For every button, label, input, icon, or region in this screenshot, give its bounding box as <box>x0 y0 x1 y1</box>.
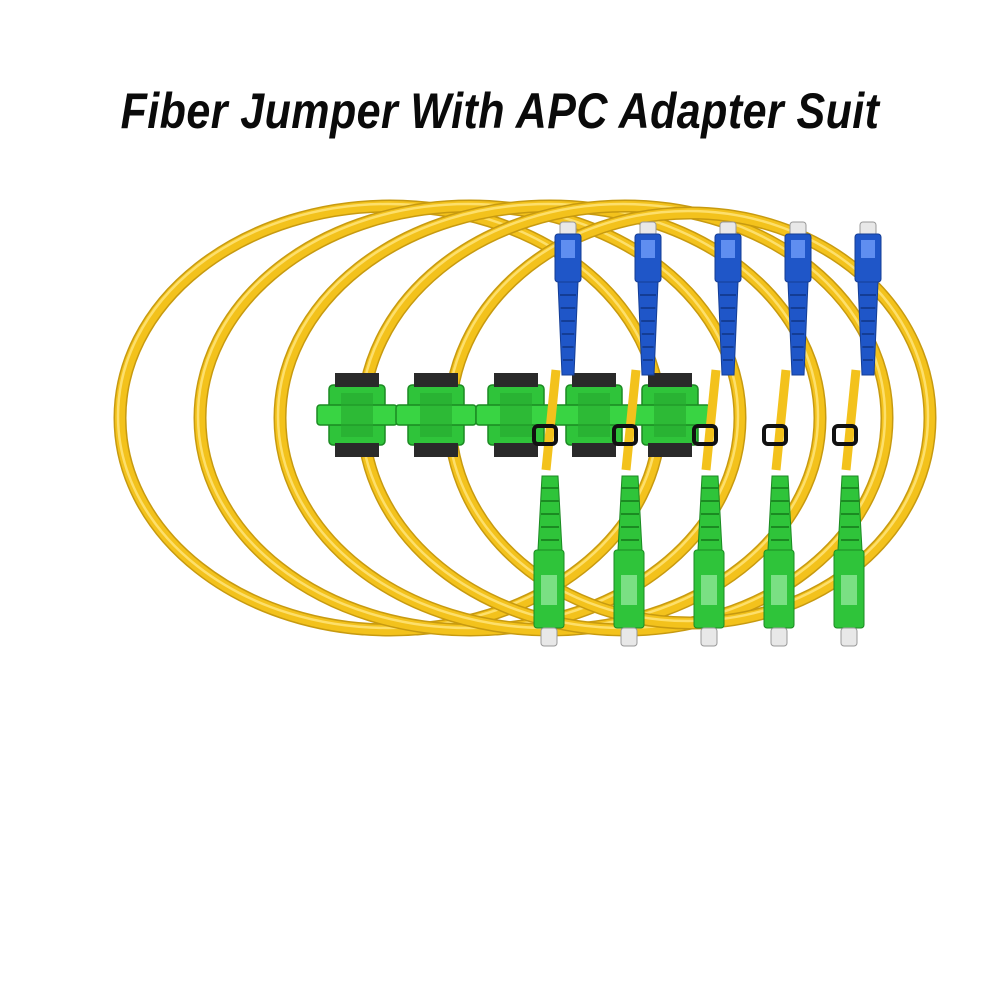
upc-connector-window <box>641 240 655 258</box>
upc-connector-window <box>791 240 805 258</box>
apc-connector-window <box>841 575 857 605</box>
connector-pair-3 <box>692 221 742 647</box>
adapter-shade <box>500 393 532 437</box>
fiber-clip <box>612 424 638 446</box>
fiber-clip <box>532 424 558 446</box>
upc-boot <box>637 281 659 376</box>
connector-pair-2 <box>612 221 662 647</box>
connector-pair-4 <box>762 221 812 647</box>
apc-adapter-3 <box>475 373 557 457</box>
upc-connector-window <box>561 240 575 258</box>
fiber-coil-highlight <box>196 202 740 630</box>
apc-adapter-2 <box>395 373 477 457</box>
upc-connector-window <box>861 240 875 258</box>
connector-pair-5 <box>832 221 882 647</box>
fiber-lead <box>541 369 561 471</box>
fiber-clip <box>832 424 858 446</box>
apc-connector-window <box>701 575 717 605</box>
apc-connector-window <box>621 575 637 605</box>
apc-adapter-1 <box>316 373 398 457</box>
upc-boot <box>717 281 739 376</box>
fiber-coil-2 <box>195 201 745 635</box>
apc-ferrule <box>540 627 558 647</box>
adapter-top-cap <box>648 373 692 387</box>
apc-connector-window <box>771 575 787 605</box>
fiber-lead <box>621 369 641 471</box>
fiber-connectors <box>532 221 882 647</box>
apc-connector-window <box>541 575 557 605</box>
adapter-shade <box>341 393 373 437</box>
upc-connector-window <box>721 240 735 258</box>
adapter-shade <box>578 393 610 437</box>
adapter-bottom-cap <box>335 443 379 457</box>
fiber-lead <box>841 369 861 471</box>
apc-ferrule <box>620 627 638 647</box>
fiber-clip <box>692 424 718 446</box>
adapter-bottom-cap <box>494 443 538 457</box>
apc-ferrule <box>770 627 788 647</box>
apc-adapters <box>316 373 711 457</box>
adapter-top-cap <box>335 373 379 387</box>
adapter-bottom-cap <box>648 443 692 457</box>
upc-boot <box>787 281 809 376</box>
apc-adapter-4 <box>553 373 635 457</box>
adapter-bottom-cap <box>414 443 458 457</box>
apc-ferrule <box>840 627 858 647</box>
page-title: Fiber Jumper With APC Adapter Suit <box>120 83 880 139</box>
upc-boot <box>857 281 879 376</box>
adapter-top-cap <box>572 373 616 387</box>
adapter-shade <box>654 393 686 437</box>
upc-boot <box>557 281 579 376</box>
adapter-shade <box>420 393 452 437</box>
fiber-clip <box>762 424 788 446</box>
apc-adapter-5 <box>629 373 711 457</box>
connector-pair-1 <box>532 221 582 647</box>
adapter-top-cap <box>494 373 538 387</box>
fiber-lead <box>771 369 791 471</box>
apc-ferrule <box>700 627 718 647</box>
fiber-lead <box>701 369 721 471</box>
adapter-top-cap <box>414 373 458 387</box>
adapter-bottom-cap <box>572 443 616 457</box>
